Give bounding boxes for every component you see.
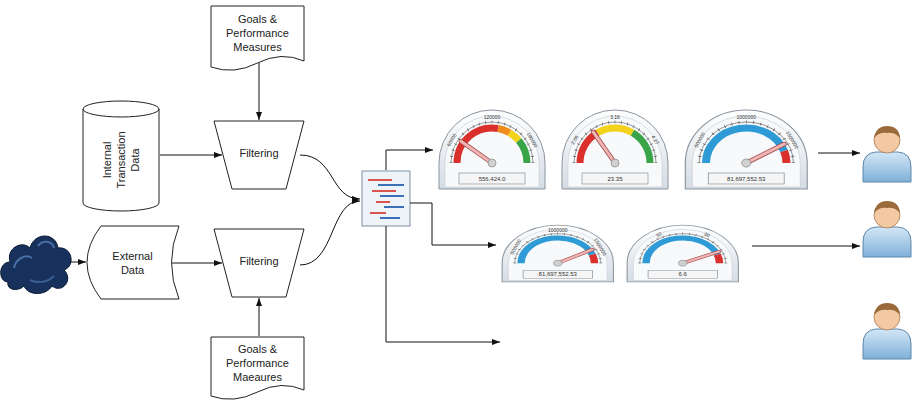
gauge-dial xyxy=(439,110,545,189)
node-text-box: External Data xyxy=(103,225,163,300)
gauge-readout: 81,697,552.53 xyxy=(539,271,577,277)
filter-trapezoid: Filtering xyxy=(213,228,305,298)
arrow-connector xyxy=(259,63,260,120)
arrow-line xyxy=(818,153,860,154)
gauge-readout: 6.6 xyxy=(679,271,687,277)
user-icon xyxy=(863,126,911,182)
arrow-connector xyxy=(172,263,222,264)
database-cylinder: Internal Transaction Data xyxy=(82,100,160,212)
user-icon xyxy=(863,201,911,257)
arrow-line xyxy=(410,203,496,245)
node-text-box: Goals & Performance Measures xyxy=(216,5,300,61)
arrow-line xyxy=(70,262,86,263)
user-icon xyxy=(863,303,911,359)
gauge-readout: 556,424.0 xyxy=(479,176,506,182)
scale-number: 3.16 xyxy=(610,115,620,120)
node-text-box: Goals & Performance Maeaures xyxy=(216,336,300,390)
scale-number: 1000000 xyxy=(548,228,567,233)
gauge-dial xyxy=(627,225,738,282)
gauge-readout: 23.35 xyxy=(607,176,622,182)
node-label: Goals & Performance Maeaures xyxy=(216,342,300,384)
node-label: Goals & Performance Measures xyxy=(216,12,300,54)
arrow-line xyxy=(386,226,500,342)
stored-data-shape: External Data xyxy=(85,225,180,300)
gauge-dial xyxy=(562,110,668,189)
node-label: Filtering xyxy=(239,254,278,268)
cloud-symbol xyxy=(1,236,71,294)
node-label: Internal Transaction Data xyxy=(100,128,142,192)
scale-number: 120000 xyxy=(484,115,501,120)
shape-outline xyxy=(85,225,180,300)
arrow-connector xyxy=(259,298,260,336)
report-icon xyxy=(362,171,410,226)
document-shape: Goals & Performance Maeaures xyxy=(210,336,305,402)
node-label: External Data xyxy=(103,249,163,277)
node-label: Filtering xyxy=(239,146,278,160)
node-text-box: Internal Transaction Data xyxy=(86,128,156,192)
scale-number: 1000000 xyxy=(737,115,756,120)
arrow-line xyxy=(386,150,433,170)
gauge-dial xyxy=(502,225,613,282)
node-text-box: Filtering xyxy=(224,120,294,186)
arrow-line xyxy=(300,155,360,199)
node-text-box: Filtering xyxy=(224,228,294,294)
arrow-connector xyxy=(160,155,222,156)
gauge-readout: 81,697,552.53 xyxy=(727,176,765,182)
arrow-line xyxy=(752,246,860,247)
document-shape: Goals & Performance Measures xyxy=(210,5,305,73)
arrow-line xyxy=(300,201,360,265)
gauge-dial xyxy=(685,110,807,189)
filter-trapezoid: Filtering xyxy=(213,120,305,190)
